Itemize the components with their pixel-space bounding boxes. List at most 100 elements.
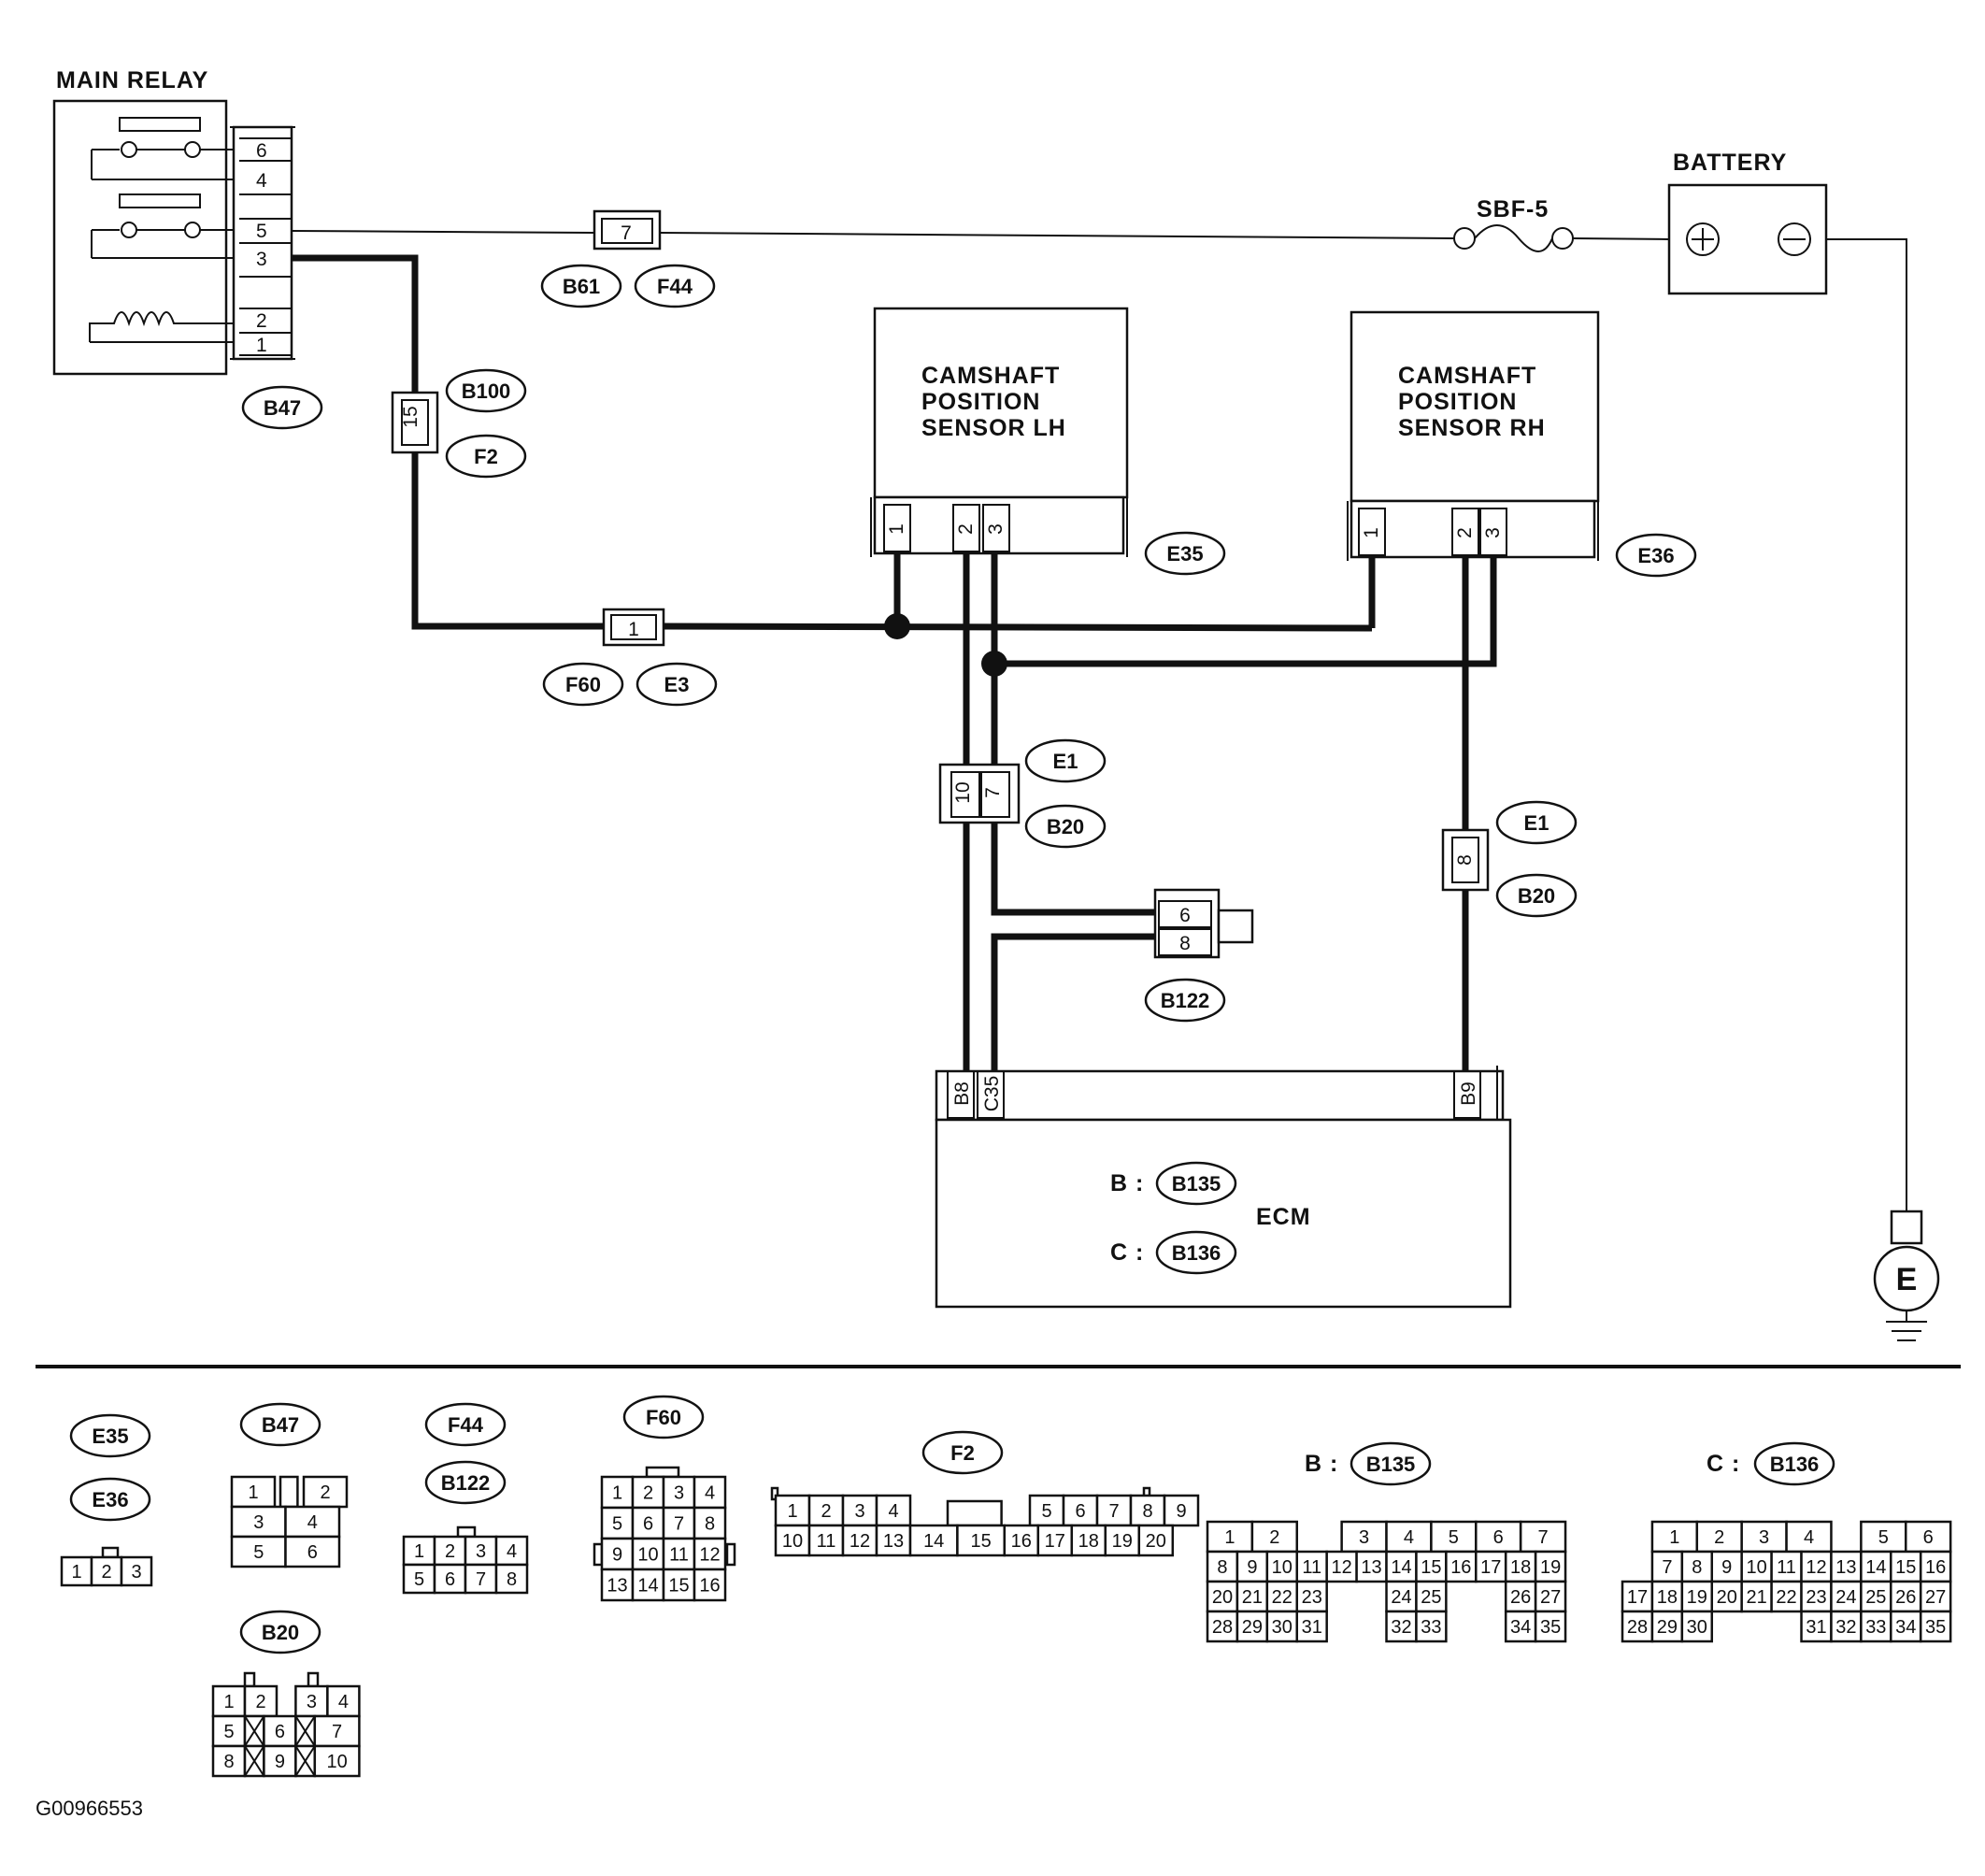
- pin-number: 35: [1925, 1617, 1946, 1638]
- pin-number: 14: [1391, 1557, 1411, 1578]
- pin-cell: [1740, 1520, 1788, 1554]
- pin-cell: [494, 1535, 529, 1567]
- pin-cell-cross: [244, 1715, 265, 1747]
- pin-number: 10: [1272, 1557, 1292, 1578]
- svg-text:B136: B136: [1770, 1453, 1820, 1476]
- svg-text:E1: E1: [1524, 811, 1549, 835]
- pin-number: 33: [1865, 1617, 1886, 1638]
- pin-cell: [1650, 1610, 1684, 1643]
- pin-cell: [875, 1494, 912, 1527]
- pin-number: 4: [307, 1512, 318, 1533]
- svg-text:B135: B135: [1172, 1172, 1221, 1196]
- svg-text:C35: C35: [981, 1076, 1003, 1112]
- svg-text:B :: B :: [1110, 1170, 1144, 1196]
- pin-cell: [494, 1563, 529, 1595]
- pin-number: 2: [320, 1482, 330, 1503]
- svg-text:B9: B9: [1458, 1081, 1479, 1106]
- pin-cell: [956, 1524, 1007, 1557]
- pin-number: 16: [699, 1576, 720, 1597]
- pin-number: 5: [253, 1542, 264, 1563]
- pin-number: 5: [1449, 1527, 1459, 1548]
- connector-oval-b20-rh: B20: [1495, 873, 1578, 918]
- svg-text:F44: F44: [657, 275, 693, 298]
- pin-number: 7: [332, 1722, 342, 1742]
- pin-cell: [1534, 1550, 1567, 1583]
- pin-cell: [313, 1714, 361, 1748]
- pin-cell: [1695, 1520, 1743, 1554]
- pin-number: 1: [787, 1501, 797, 1522]
- pin-cell: [600, 1568, 635, 1602]
- pin-cell-cross: [294, 1715, 316, 1747]
- pin-number: 3: [131, 1562, 141, 1582]
- legend-b136: C : B136: [1707, 1441, 1835, 1486]
- svg-text:POSITION: POSITION: [921, 389, 1040, 415]
- relay-pin-4: 4: [256, 170, 267, 192]
- svg-text:3: 3: [985, 523, 1007, 535]
- svg-text:2: 2: [955, 523, 977, 535]
- pin-number: 10: [326, 1752, 347, 1772]
- pin-number: 4: [1404, 1527, 1414, 1548]
- svg-text:E3: E3: [664, 673, 690, 696]
- pin-number: 30: [1687, 1617, 1707, 1638]
- pin-number: 11: [817, 1531, 836, 1552]
- pin-number: 8: [1142, 1501, 1152, 1522]
- pin-number: 3: [1759, 1527, 1769, 1548]
- pin-number: 14: [1865, 1557, 1886, 1578]
- pin-number: 1: [1224, 1527, 1235, 1548]
- pin-cell: [600, 1506, 635, 1540]
- pin-cell: [600, 1475, 635, 1510]
- relay-connector-b47: 6 4 5 3 2 1: [230, 125, 295, 361]
- pin-cell: [1206, 1550, 1239, 1583]
- svg-text:B :: B :: [1305, 1451, 1338, 1477]
- pin-cell: [1770, 1580, 1803, 1613]
- pin-number: 24: [1391, 1587, 1411, 1608]
- pin-number: 19: [1540, 1557, 1561, 1578]
- pin-number: 17: [1627, 1587, 1648, 1608]
- pin-cell: [1504, 1550, 1537, 1583]
- pin-number: 18: [1510, 1557, 1531, 1578]
- pin-number: 3: [253, 1512, 264, 1533]
- svg-text:B20: B20: [1047, 815, 1084, 838]
- svg-text:F44: F44: [448, 1413, 484, 1437]
- pin-number: 30: [1272, 1617, 1292, 1638]
- pin-number: 9: [1176, 1501, 1186, 1522]
- pin-number: 10: [637, 1545, 658, 1566]
- pin-number: 1: [248, 1482, 258, 1503]
- pin-cell: [1475, 1520, 1522, 1554]
- pin-number: 15: [1421, 1557, 1441, 1578]
- pin-number: 25: [1421, 1587, 1441, 1608]
- pin-number: 5: [612, 1514, 622, 1535]
- pin-cell: [1028, 1494, 1065, 1527]
- pin-number: 1: [414, 1541, 424, 1562]
- svg-text:15: 15: [400, 406, 421, 427]
- wire-sensor-signal: [963, 553, 1497, 1071]
- relay-pin-2: 2: [256, 310, 267, 332]
- pin-number: 1: [71, 1562, 81, 1582]
- pin-number: 8: [705, 1514, 715, 1535]
- svg-text:CAMSHAFT: CAMSHAFT: [921, 363, 1060, 389]
- svg-text:B136: B136: [1172, 1241, 1221, 1265]
- pin-number: 5: [1878, 1527, 1889, 1548]
- pin-cell: [1265, 1610, 1299, 1643]
- pin-number: 7: [1108, 1501, 1119, 1522]
- pin-cell: [1904, 1520, 1952, 1554]
- pin-number: 6: [445, 1569, 455, 1590]
- relay-pin-3: 3: [256, 249, 267, 270]
- ecm-label: ECM: [1256, 1204, 1311, 1230]
- pin-number: 11: [1777, 1557, 1796, 1578]
- pin-number: 31: [1302, 1617, 1322, 1638]
- pin-number: 33: [1421, 1617, 1441, 1638]
- connector-b122-plug: 6 8: [1153, 888, 1254, 959]
- svg-text:7: 7: [621, 222, 632, 244]
- pin-cell: [263, 1744, 297, 1778]
- pin-number: 31: [1806, 1617, 1826, 1638]
- pin-number: 13: [883, 1531, 904, 1552]
- pin-number: 24: [1835, 1587, 1856, 1608]
- legend-oval-b122: B122: [424, 1460, 507, 1505]
- pin-number: 20: [1146, 1531, 1166, 1552]
- pin-number: 2: [1714, 1527, 1724, 1548]
- connector-oval-f44: F44: [634, 264, 716, 308]
- pin-number: 2: [101, 1562, 111, 1582]
